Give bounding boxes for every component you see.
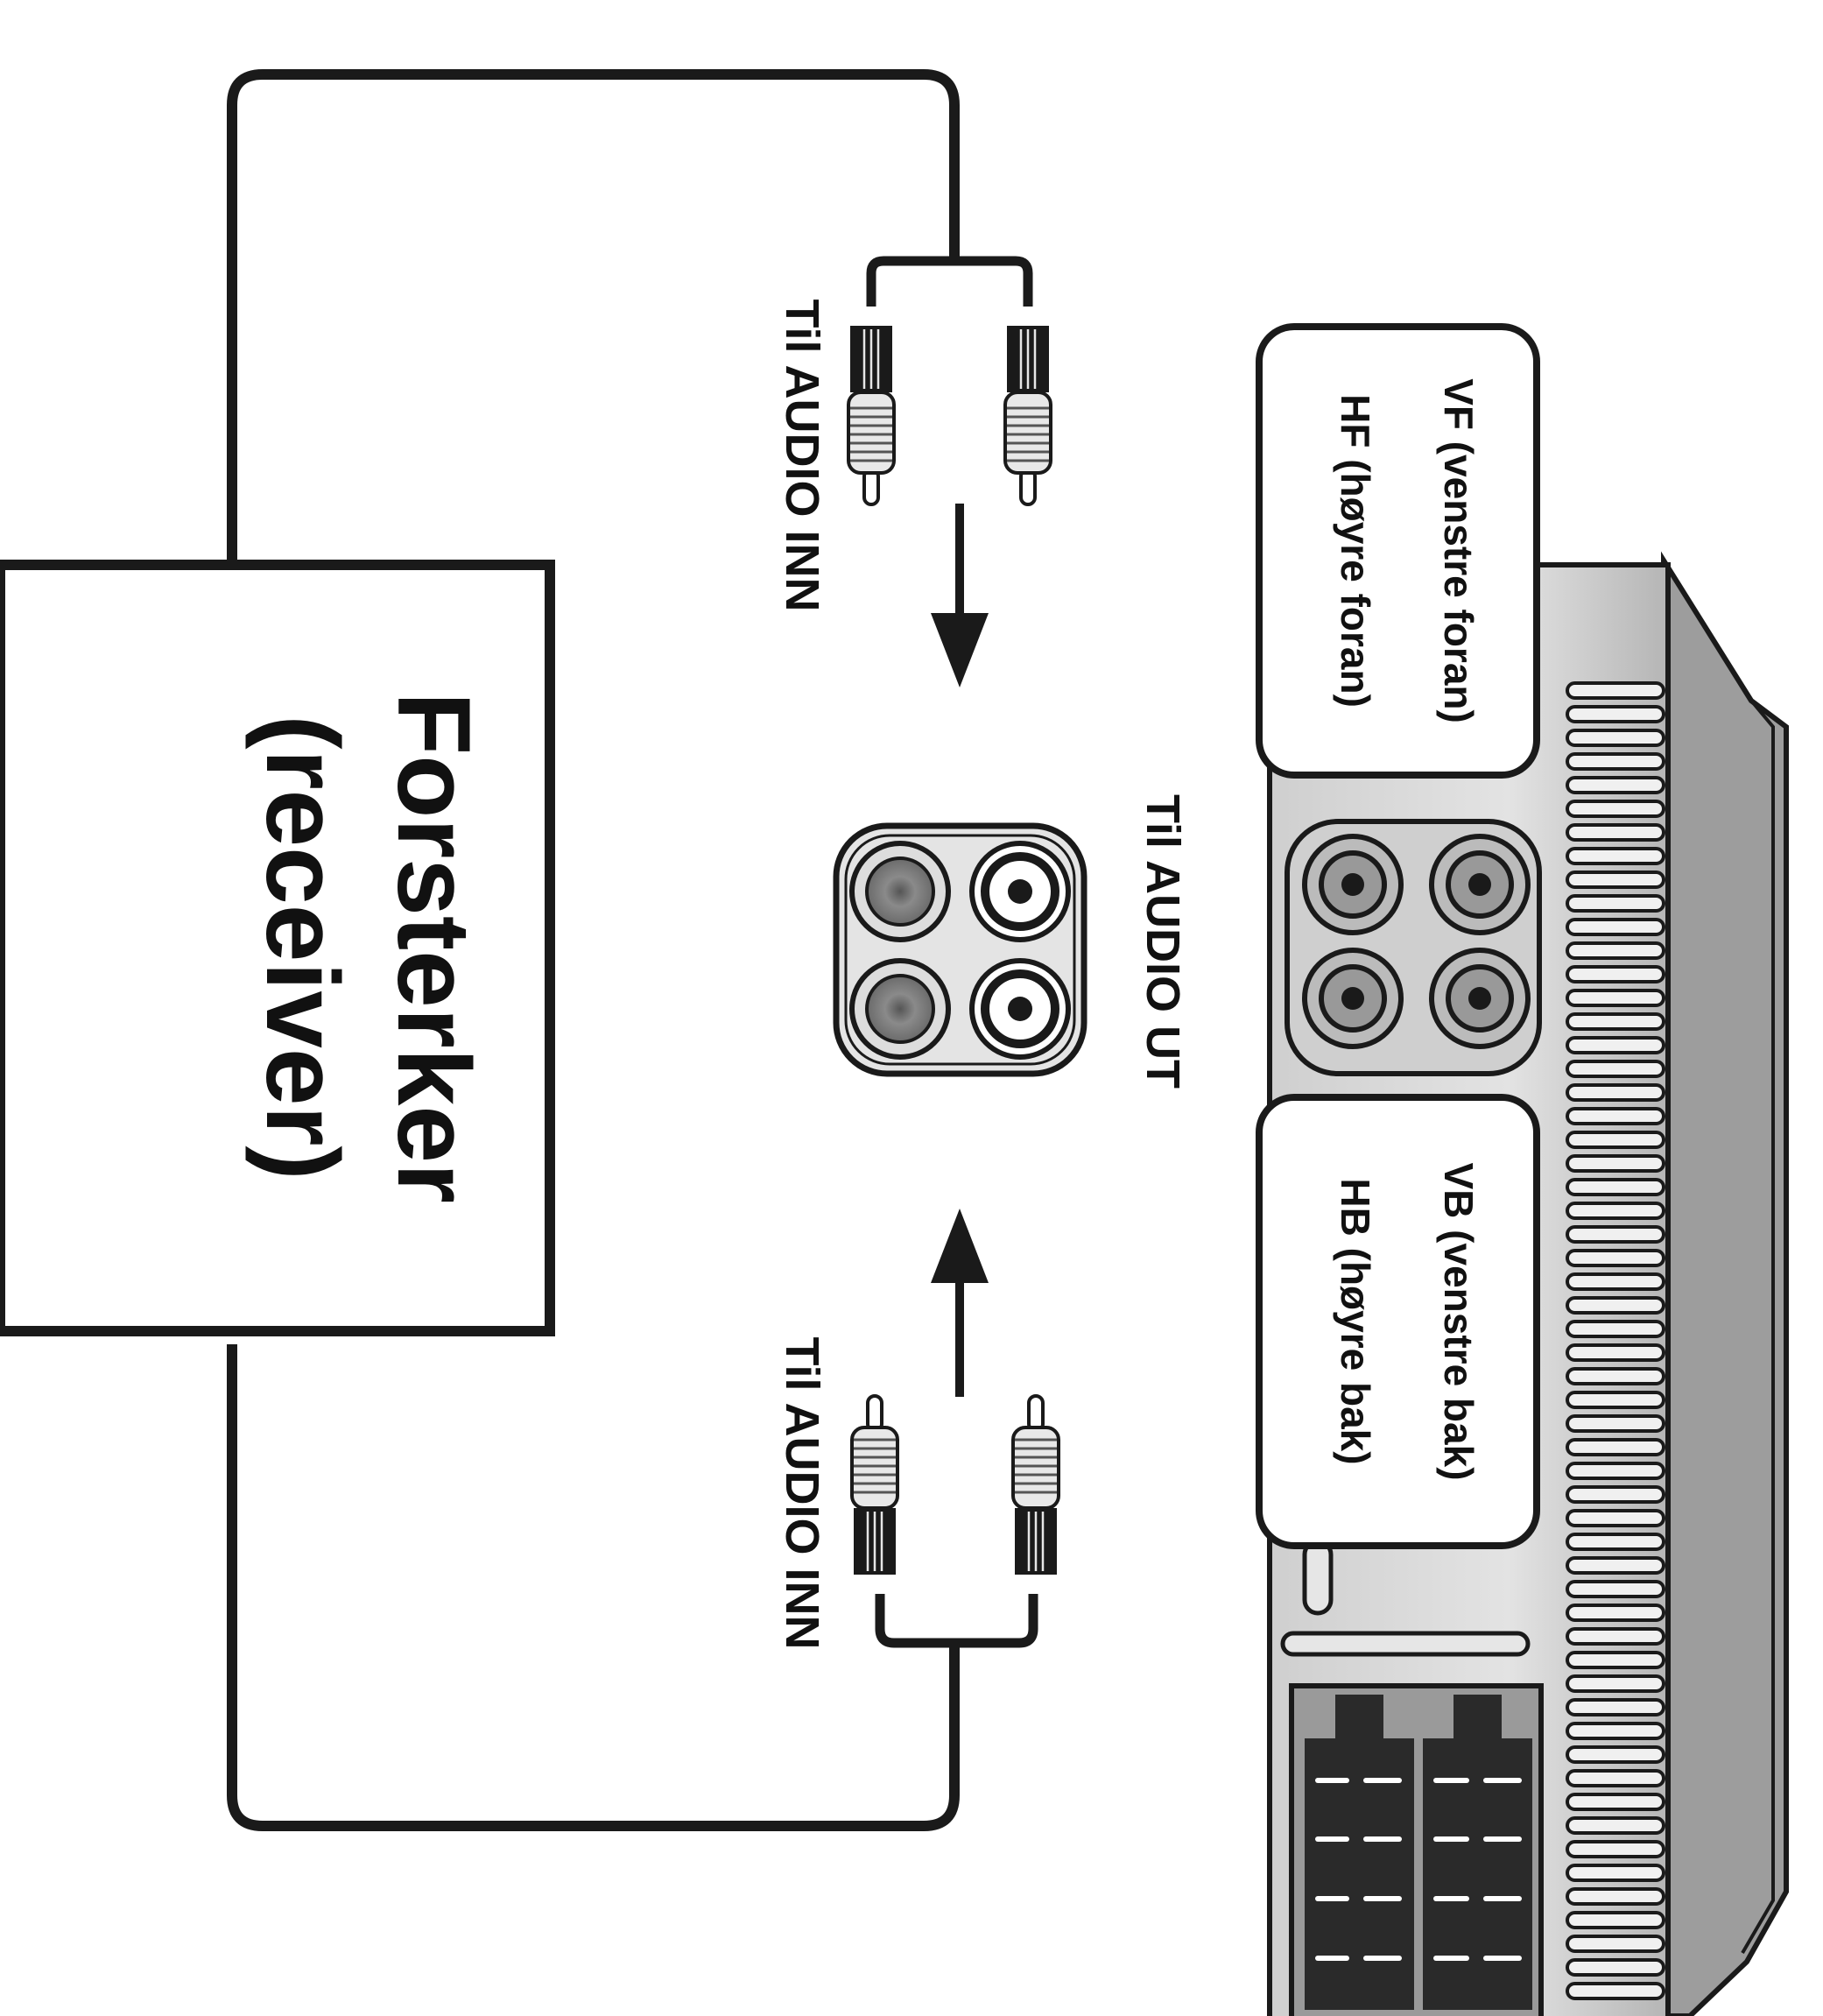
vent-slot [1566,1343,1665,1362]
device-rail [1280,1631,1531,1657]
vent-slot [1566,1604,1665,1622]
vent-slot [1566,1627,1665,1646]
vent-slot [1566,1674,1665,1693]
vent-slot [1566,1438,1665,1456]
splitter-bottom [875,1594,1038,1648]
front-channel-label-box: VF (venstre foran) HF (høyre foran) [1256,323,1540,779]
vent-slot [1566,1580,1665,1598]
vent-slot [1566,1249,1665,1267]
rear-label-left: VB (venstre bak) [1436,1162,1482,1480]
receiver-box: Forsterker (receiver) [0,560,555,1336]
vent-slots [1566,681,1665,2000]
audio-out-jack-1 [969,841,1071,942]
receiver-subtitle: (receiver) [244,715,360,1180]
rca-plug-bottom-left [850,1394,899,1576]
vent-slot [1566,1911,1665,1929]
vent-slot [1566,800,1665,818]
vent-slot [1566,1462,1665,1480]
device-panel [1267,551,1789,2016]
vent-slot [1566,1745,1665,1764]
arrow-down-icon [931,504,989,687]
vent-slot [1566,871,1665,889]
vent-slot [1566,1533,1665,1551]
receiver-title: Forsterker [376,692,491,1203]
vent-slot [1566,729,1665,747]
vent-slot [1566,1131,1665,1149]
vent-slot [1566,1083,1665,1102]
vent-slot [1566,705,1665,723]
power-connector [1289,1683,1544,2016]
vent-slot [1566,1154,1665,1173]
vent-slot [1566,1414,1665,1433]
vent-slot [1566,1722,1665,1740]
cable-top [227,69,960,560]
vent-slot [1566,1225,1665,1244]
device-slot [1302,1539,1334,1616]
cable-bottom [227,1344,960,1831]
vent-slot [1566,1391,1665,1409]
vent-slot [1566,918,1665,936]
vent-slot [1566,1036,1665,1054]
vent-slot [1566,1296,1665,1315]
vent-slot [1566,1982,1665,2000]
front-label-right: HF (høyre foran) [1333,394,1378,708]
vent-slot [1566,1698,1665,1716]
vent-slot [1566,1272,1665,1291]
vent-slot [1566,1958,1665,1977]
vent-slot [1566,1651,1665,1669]
vent-slot [1566,989,1665,1007]
vent-slot [1566,776,1665,794]
vent-slot [1566,847,1665,865]
vent-slot [1566,1816,1665,1835]
rca-plug-top-left [847,324,896,506]
vent-slot [1566,1935,1665,1953]
vent-slot [1566,1320,1665,1338]
rca-plug-top-right [1003,324,1052,506]
device-jack-3 [1302,948,1404,1049]
audio-out-jack-4 [849,958,951,1060]
device-jack-4 [1429,948,1531,1049]
vent-slot [1566,1556,1665,1575]
vent-slot [1566,823,1665,842]
device-jack-2 [1429,834,1531,935]
vent-slot [1566,1840,1665,1858]
vent-slot [1566,752,1665,771]
front-label-left: VF (venstre foran) [1436,378,1482,723]
vent-slot [1566,1012,1665,1031]
label-audio-in-bottom: Til AUDIO INN [776,1336,828,1649]
rca-plug-bottom-right [1011,1394,1060,1576]
vent-slot [1566,1769,1665,1787]
arrow-up-icon [931,1209,989,1397]
splitter-top [866,256,1033,307]
vent-slot [1566,1178,1665,1196]
vent-slot [1566,1864,1665,1882]
vent-slot [1566,1887,1665,1906]
audio-out-jack-panel [833,822,1087,1077]
device-jack-1 [1302,834,1404,935]
rear-channel-label-box: VB (venstre bak) HB (høyre bak) [1256,1094,1540,1549]
audio-out-jack-3 [849,841,951,942]
label-audio-out: Til AUDIO UT [1137,794,1189,1089]
vent-slot [1566,681,1665,700]
vent-slot [1566,965,1665,983]
vent-slot [1566,1202,1665,1220]
label-audio-in-top: Til AUDIO INN [776,299,828,611]
device-jack-cluster [1285,819,1542,1076]
vent-slot [1566,1485,1665,1504]
vent-slot [1566,1060,1665,1078]
audio-out-jack-2 [969,958,1071,1060]
vent-slot [1566,1107,1665,1125]
vent-slot [1566,1793,1665,1811]
rear-label-right: HB (høyre bak) [1333,1178,1378,1464]
vent-slot [1566,941,1665,960]
vent-slot [1566,1367,1665,1385]
vent-slot [1566,1509,1665,1527]
vent-slot [1566,894,1665,913]
